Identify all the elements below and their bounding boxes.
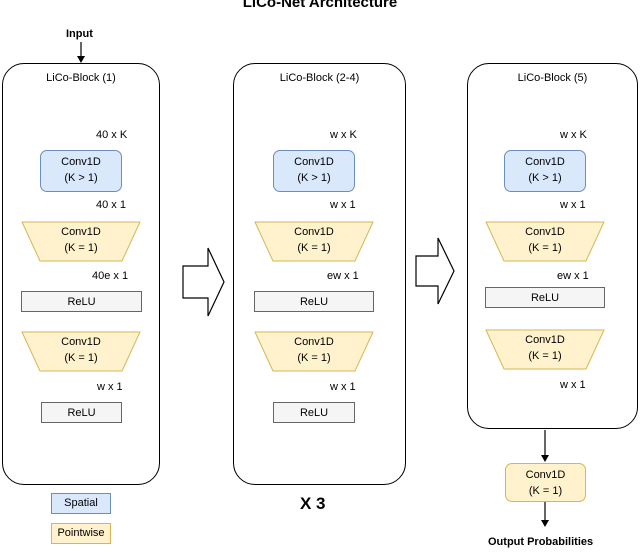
b2-pointwise-conv-2: Conv1D (K = 1): [254, 331, 374, 372]
b2-pw2-label: Conv1D: [294, 336, 334, 348]
b2-pw2-k: (K = 1): [297, 352, 331, 364]
b1-pw2-label: Conv1D: [61, 336, 101, 348]
output-label: Output Probabilities: [488, 536, 594, 548]
b3-dim-1: w x K: [560, 129, 587, 141]
b3-pw2-k: (K = 1): [528, 350, 562, 362]
b2-spatial-conv: Conv1D (K > 1): [273, 150, 355, 192]
block-arrow-1: [182, 247, 225, 317]
b1-dim-3: 40e x 1: [92, 270, 129, 282]
b2-pw1-k: (K = 1): [297, 242, 331, 254]
b3-pw1-k: (K = 1): [528, 242, 562, 254]
b2-spatial-conv-label: Conv1D: [294, 156, 334, 168]
b3-pw1-label: Conv1D: [525, 226, 565, 238]
b1-relu-1: ReLU: [21, 291, 142, 312]
b1-spatial-conv-k: (K > 1): [64, 172, 98, 184]
b2-relu-1: ReLU: [254, 291, 374, 312]
b3-dim-3: ew x 1: [557, 270, 589, 282]
b3-pointwise-conv-1: Conv1D (K = 1): [485, 221, 605, 262]
final-pointwise-conv: Conv1D (K = 1): [505, 463, 586, 502]
b1-pw1-k: (K = 1): [64, 242, 98, 254]
b3-pointwise-conv-2: Conv1D (K = 1): [485, 329, 605, 370]
b1-spatial-conv-label: Conv1D: [61, 156, 101, 168]
b1-dim-2: 40 x 1: [96, 199, 126, 211]
b3-dim-4: w x 1: [560, 379, 586, 391]
b2-pointwise-conv-1: Conv1D (K = 1): [254, 221, 374, 262]
b1-relu-2: ReLU: [41, 402, 122, 423]
b3-pw2-label: Conv1D: [525, 334, 565, 346]
b1-spatial-conv: Conv1D (K > 1): [40, 150, 122, 192]
input-label: Input: [66, 28, 93, 40]
final-conv-k: (K = 1): [528, 485, 563, 497]
b1-pw2-k: (K = 1): [64, 352, 98, 364]
b1-dim-1: 40 x K: [96, 129, 128, 141]
legend-spatial: Spatial: [51, 493, 111, 514]
b3-dim-2: w x 1: [560, 199, 586, 211]
b1-pointwise-conv-1: Conv1D (K = 1): [21, 221, 141, 262]
block-3-title: LiCo-Block (5): [517, 72, 588, 84]
b3-spatial-conv: Conv1D (K > 1): [504, 150, 586, 192]
b2-dim-3: ew x 1: [327, 270, 359, 282]
b2-relu-2: ReLU: [273, 402, 355, 423]
b3-relu-1: ReLU: [485, 287, 605, 308]
final-conv-label: Conv1D: [525, 469, 566, 481]
block-arrow-2: [415, 237, 455, 305]
b2-dim-2: w x 1: [330, 199, 356, 211]
b2-spatial-conv-k: (K > 1): [297, 172, 331, 184]
repeat-label: X 3: [300, 494, 326, 513]
legend-pointwise: Pointwise: [51, 523, 111, 544]
b1-pw1-label: Conv1D: [61, 226, 101, 238]
b2-dim-4: w x 1: [330, 381, 356, 393]
b1-dim-4: w x 1: [97, 381, 123, 393]
b1-pointwise-conv-2: Conv1D (K = 1): [21, 331, 141, 372]
block-1-title: LiCo-Block (1): [46, 72, 116, 84]
diagram-title: LiCo-Net Architecture: [242, 0, 398, 11]
block-2-title: LiCo-Block (2-4): [279, 72, 360, 84]
b2-dim-1: w x K: [330, 129, 357, 141]
b3-spatial-conv-k: (K > 1): [528, 172, 562, 184]
b3-spatial-conv-label: Conv1D: [525, 156, 565, 168]
b2-pw1-label: Conv1D: [294, 226, 334, 238]
